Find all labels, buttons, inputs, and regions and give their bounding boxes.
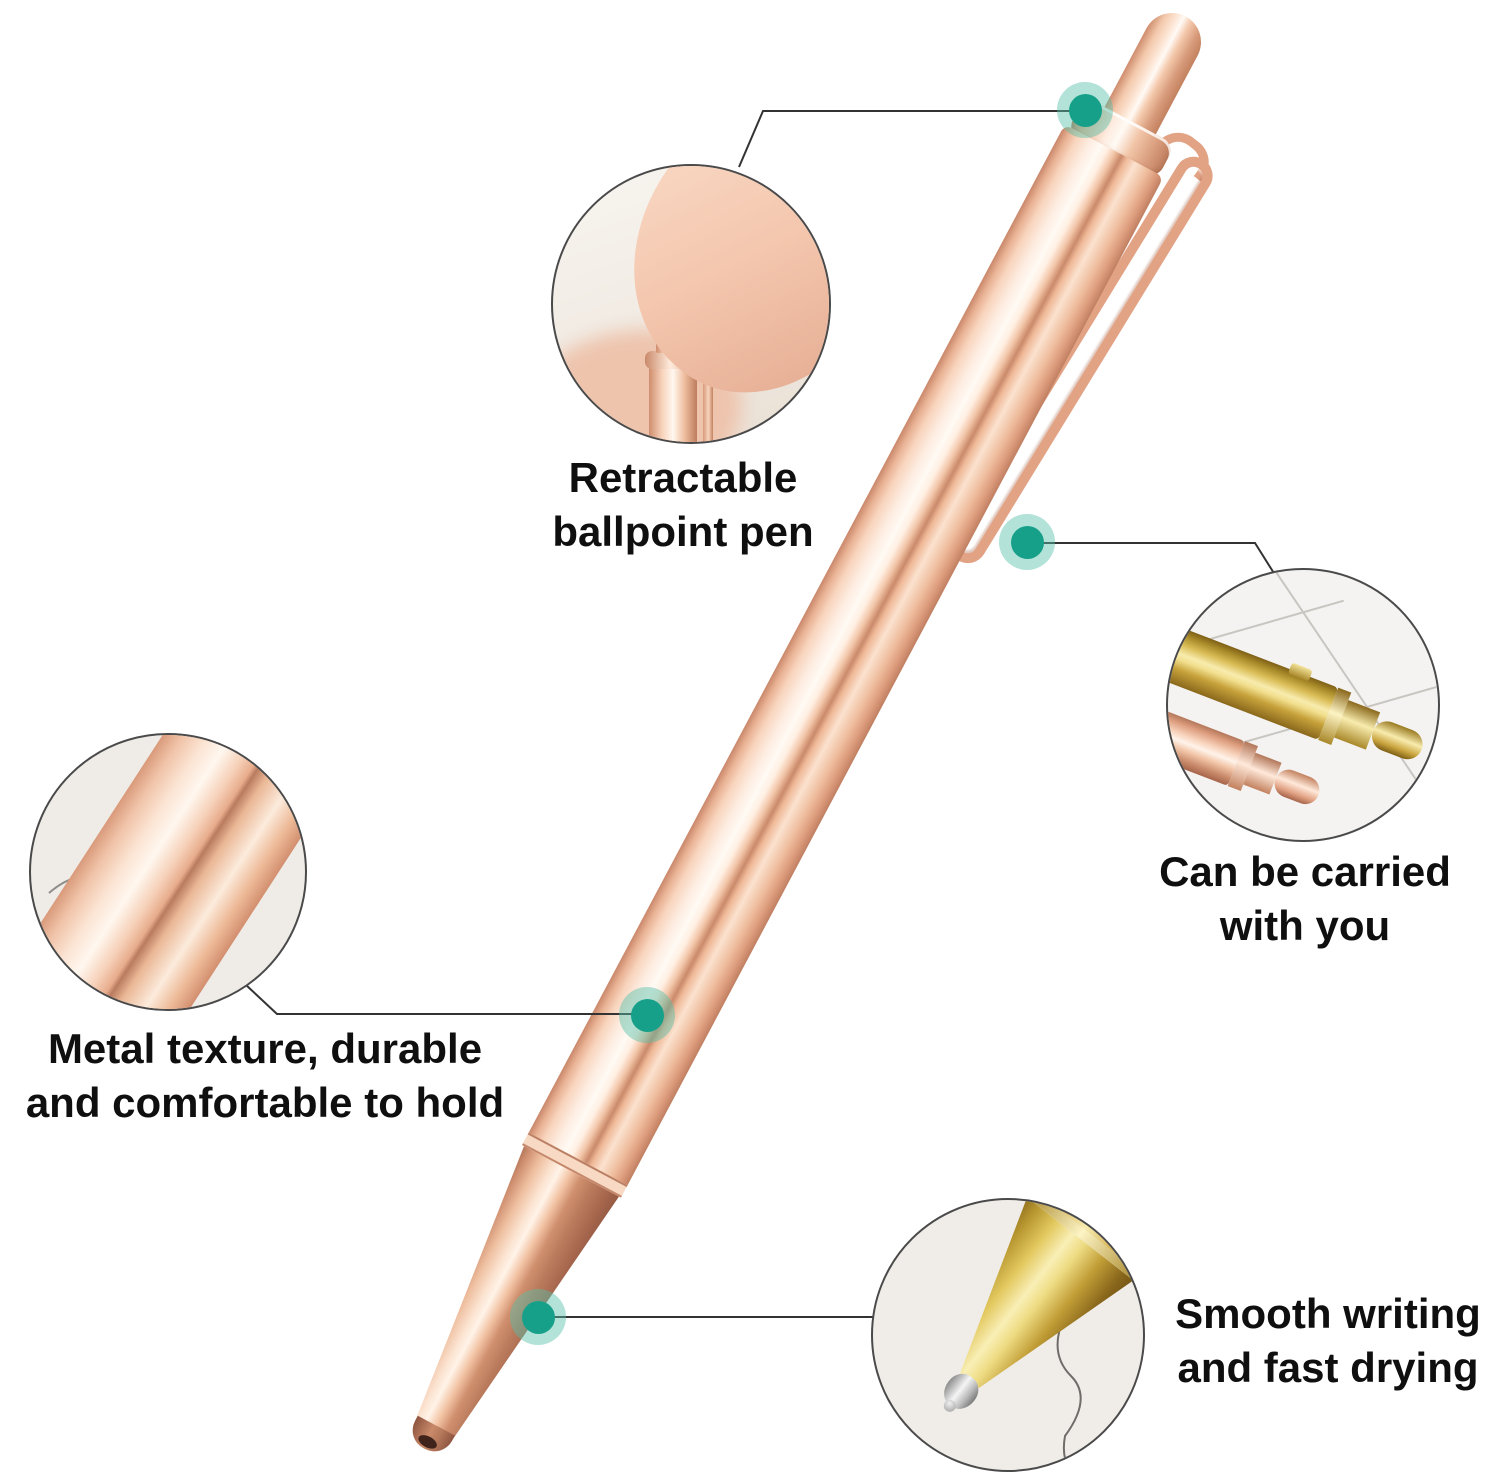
inset-photo-pens-with-clips [1166, 568, 1440, 842]
inset-photo-pen-tip-writing [871, 1198, 1145, 1472]
label-retractable-ballpoint-pen: Retractable ballpoint pen [443, 451, 923, 559]
label-line: and comfortable to hold [25, 1079, 505, 1126]
marker-dot-barrel [619, 987, 675, 1043]
inset1-pen-barrel [649, 367, 697, 442]
inset2-rose-knob [1270, 765, 1324, 809]
inset2-gold-knob [1367, 716, 1427, 764]
label-line: Can be carried [1159, 848, 1451, 895]
inset-photo-metal-texture [29, 733, 307, 1011]
label-can-be-carried: Can be carried with you [1088, 845, 1500, 953]
label-line: ballpoint pen [552, 508, 814, 555]
label-line: Metal texture, durable [47, 1025, 483, 1072]
inset-photo-finger-pressing-clicker [551, 164, 831, 444]
connector-carry [1027, 542, 1278, 579]
marble-crack-line [1056, 1319, 1082, 1470]
inset1-pen-clip [703, 364, 713, 442]
marker-dot-clip [999, 514, 1055, 570]
label-line: Smooth writing [1175, 1290, 1481, 1337]
connector-metal [245, 984, 647, 1015]
connector-retractable [738, 110, 1085, 168]
label-line: Retractable [568, 454, 798, 501]
label-metal-texture: Metal texture, durable and comfortable t… [0, 1022, 530, 1130]
label-smooth-writing: Smooth writing and fast drying [1152, 1287, 1500, 1395]
label-line: and fast drying [1177, 1344, 1479, 1391]
label-line: with you [1219, 902, 1391, 949]
marker-dot-tip [510, 1289, 566, 1345]
marker-dot-clicker [1057, 82, 1113, 138]
